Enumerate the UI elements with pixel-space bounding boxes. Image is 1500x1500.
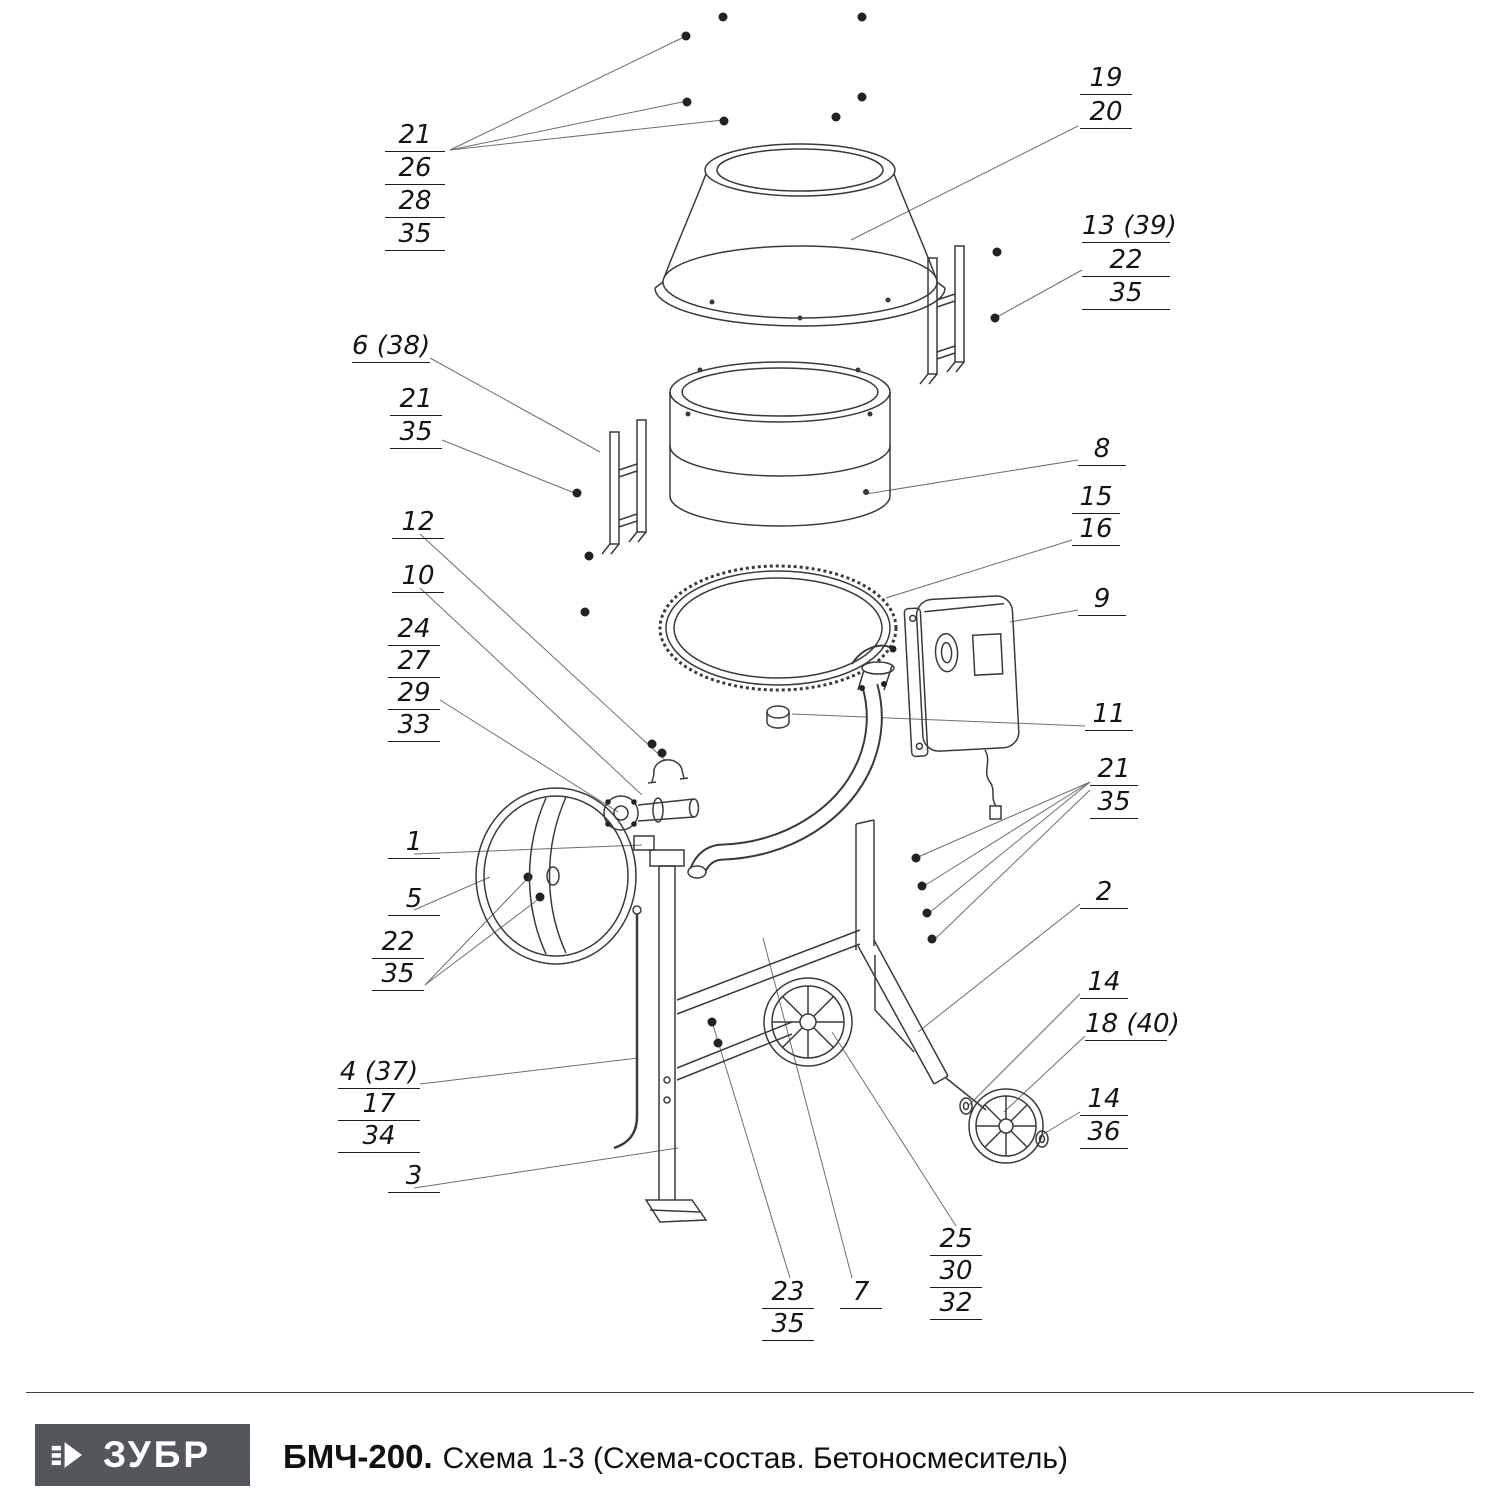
part-callout: 15 bbox=[1072, 483, 1120, 515]
part-callout: 22 bbox=[372, 928, 424, 960]
transport-wheel bbox=[959, 1088, 1049, 1164]
zubr-logo-icon bbox=[51, 1442, 82, 1468]
part-callout: 27 bbox=[388, 647, 440, 679]
part-callout: 8 bbox=[1078, 435, 1126, 467]
part-callout: 34 bbox=[338, 1122, 420, 1154]
part-callout: 24 bbox=[388, 615, 440, 647]
part-callout: 13 (39) bbox=[1082, 212, 1177, 244]
part-callout: 16 bbox=[1072, 515, 1120, 547]
part-callout: 19 bbox=[1080, 64, 1132, 96]
part-callout: 21 bbox=[390, 385, 442, 417]
zubr-logo: ЗУБР bbox=[35, 1424, 250, 1486]
spoked-wheel-center bbox=[763, 977, 853, 1067]
drum-base bbox=[669, 361, 891, 527]
exploded-view-drawing bbox=[413, 12, 1091, 1279]
part-callout: 14 bbox=[1080, 968, 1128, 1000]
handle-bracket-right bbox=[919, 245, 965, 385]
part-callout: 22 bbox=[1082, 246, 1170, 278]
motor-unit bbox=[903, 595, 1020, 820]
bearing-flange-shaft bbox=[603, 795, 700, 851]
drum-top-cone bbox=[654, 143, 946, 327]
part-callout: 26 bbox=[385, 154, 445, 186]
schema-title: Схема 1-3 (Схема-состав. Бетоносмеситель… bbox=[442, 1442, 1068, 1475]
part-callout: 21 bbox=[385, 121, 445, 153]
part-callout: 35 bbox=[762, 1310, 814, 1342]
ring-gear bbox=[658, 564, 898, 692]
part-callout: 12 bbox=[392, 508, 444, 540]
fastener-bolts bbox=[523, 12, 1002, 1048]
tie-rod bbox=[613, 905, 642, 1150]
part-callout: 1 bbox=[388, 828, 440, 860]
stand-frame bbox=[644, 819, 987, 1223]
part-callout: 17 bbox=[338, 1090, 420, 1122]
clamp-bracket bbox=[647, 759, 689, 784]
part-callout: 9 bbox=[1078, 585, 1126, 617]
part-callout: 2 bbox=[1080, 878, 1128, 910]
part-callout: 35 bbox=[1090, 788, 1138, 820]
part-callout: 32 bbox=[930, 1289, 982, 1321]
part-callout: 6 (38) bbox=[352, 332, 430, 364]
part-callout: 29 bbox=[388, 679, 440, 711]
part-callout: 3 bbox=[388, 1162, 440, 1194]
part-callout: 4 (37) bbox=[338, 1058, 420, 1090]
part-callout: 18 (40) bbox=[1085, 1010, 1180, 1042]
part-callout: 35 bbox=[1082, 279, 1170, 311]
part-callout: 5 bbox=[388, 885, 440, 917]
part-callout: 7 bbox=[840, 1278, 882, 1310]
part-callout: 33 bbox=[388, 711, 440, 743]
handwheel bbox=[475, 787, 637, 965]
leader-lines bbox=[413, 36, 1091, 1279]
handle-bracket-left bbox=[601, 419, 647, 555]
part-callout: 35 bbox=[372, 960, 424, 992]
part-callout: 21 bbox=[1090, 755, 1138, 787]
part-callout: 28 bbox=[385, 187, 445, 219]
part-callout: 20 bbox=[1080, 98, 1132, 130]
part-callout: 23 bbox=[762, 1278, 814, 1310]
part-callout: 35 bbox=[390, 418, 442, 450]
zubr-logo-text: ЗУБР bbox=[103, 1434, 212, 1475]
shaft-nut bbox=[766, 705, 790, 729]
footer-divider bbox=[26, 1392, 1474, 1393]
part-callout: 10 bbox=[392, 562, 444, 594]
drawing-caption: БМЧ-200. Схема 1-3 (Схема-состав. Бетонос… bbox=[283, 1438, 1068, 1476]
part-callout: 36 bbox=[1080, 1118, 1128, 1150]
part-callout: 30 bbox=[930, 1257, 982, 1289]
part-callout: 35 bbox=[385, 220, 445, 252]
part-callout: 25 bbox=[930, 1225, 982, 1257]
chute-tube bbox=[687, 644, 897, 879]
part-callout: 11 bbox=[1085, 700, 1133, 732]
part-callout: 14 bbox=[1080, 1085, 1128, 1117]
model-number: БМЧ-200. bbox=[283, 1438, 433, 1475]
